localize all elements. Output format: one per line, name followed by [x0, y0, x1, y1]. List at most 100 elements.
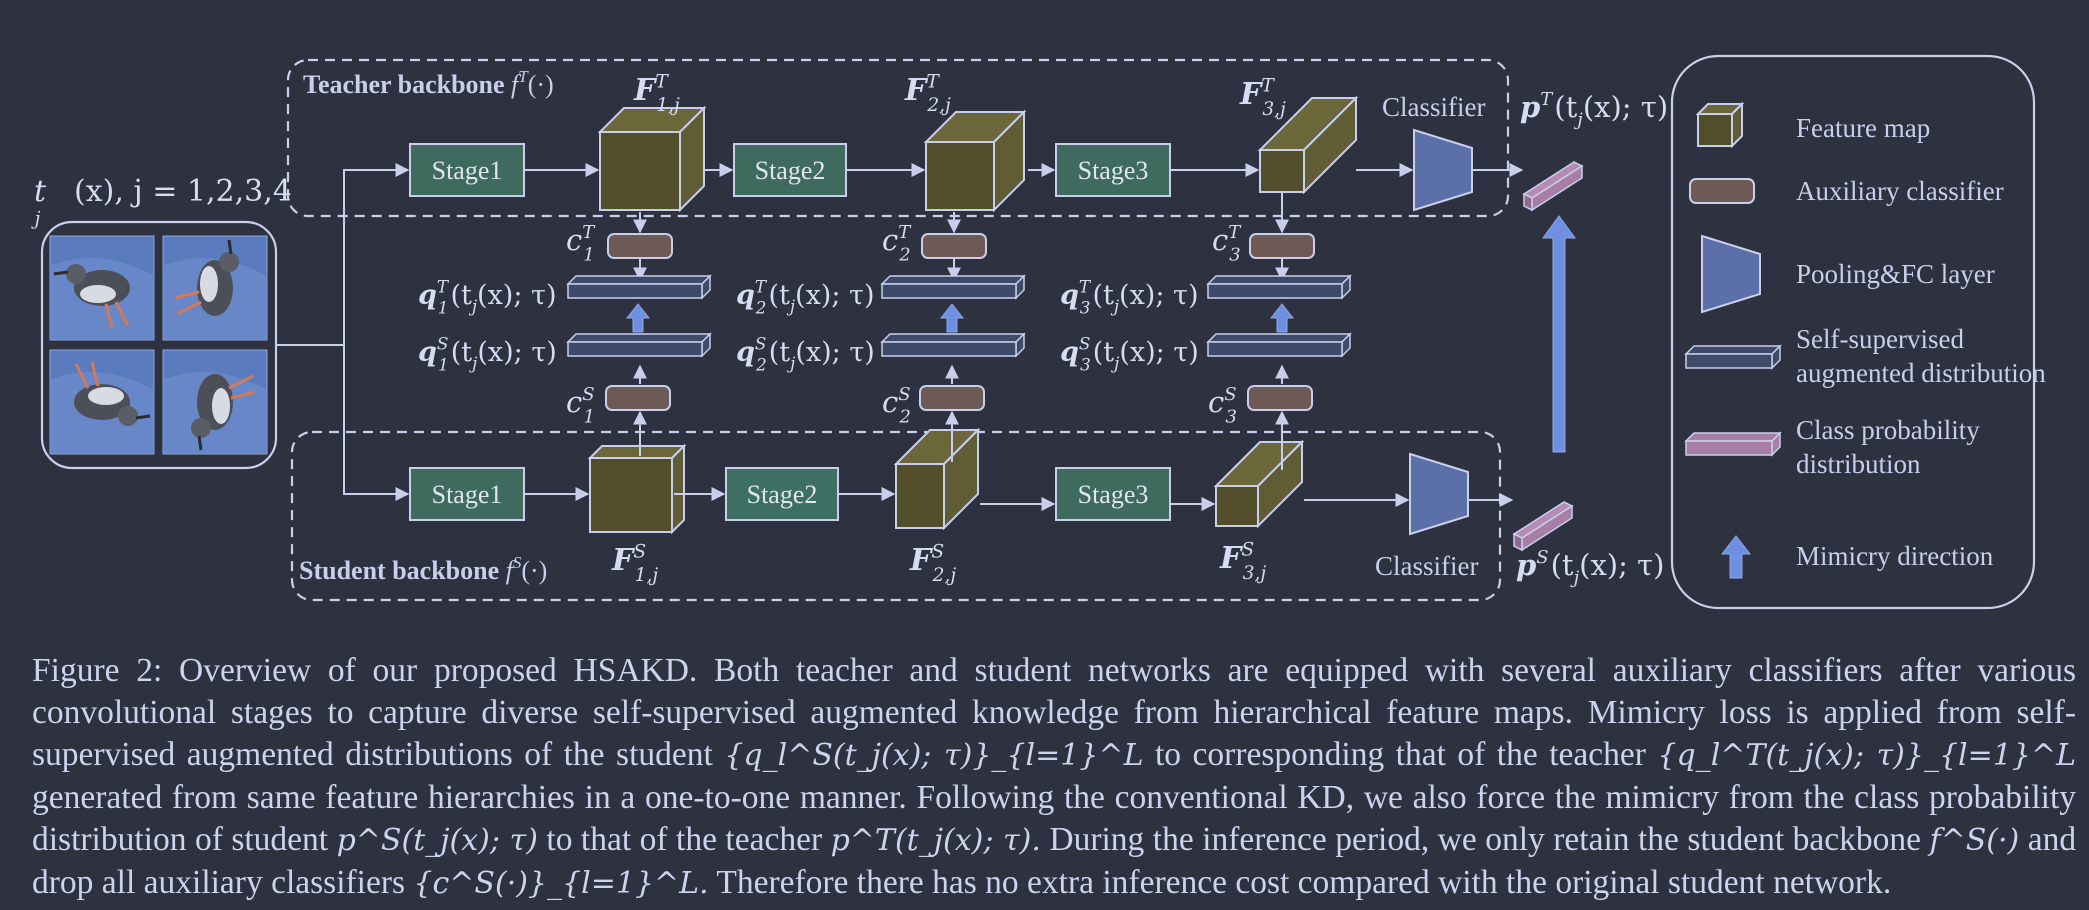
- mimicry-arrow-class-probability: [1542, 215, 1576, 453]
- teacher-feature-map-1-cube: [597, 105, 707, 213]
- teacher-stage3-box: Stage3: [1055, 143, 1171, 197]
- caption-math-student-f: f^S(·): [1929, 823, 2020, 858]
- teacher-frame-border: [286, 58, 1510, 218]
- student-class-probability-bar: [1512, 501, 1574, 552]
- student-stage2-box: Stage2: [725, 467, 839, 521]
- legend-label-4-line2: augmented distribution: [1796, 358, 2046, 388]
- student-self-supervised-bar-2: [880, 332, 1026, 358]
- student-stage1-box-label: Stage1: [432, 480, 503, 509]
- caption-text-2: to corresponding that of the teacher: [1155, 736, 1646, 773]
- self-supervised-bar-icon: [1684, 344, 1782, 370]
- caption-text-1: Overview of our proposed HSAKD. Both tea…: [32, 652, 2077, 773]
- caption-math-teacher-q: {q_l^T(t_j(x); τ)}_{l=1}^L: [1657, 738, 2077, 773]
- class-probability-bar-icon: [1684, 431, 1782, 457]
- auxiliary-classifier-icon: [1689, 178, 1755, 204]
- student-classifier-trapezoid: [1409, 452, 1469, 536]
- teacher-stage1-box: Stage1: [409, 143, 525, 197]
- augmented-image-1: [49, 235, 155, 341]
- legend-label-5-line2: distribution: [1796, 449, 1921, 479]
- bird-icon: [74, 361, 151, 426]
- legend-label-2: Auxiliary classifier: [1796, 176, 2004, 206]
- student-self-supervised-bar-1: [566, 332, 712, 358]
- student-auxiliary-classifier-2: [919, 385, 985, 411]
- student-backbone-frame: Student backbone fS(·): [290, 430, 1502, 602]
- bird-icon: [53, 264, 130, 329]
- input-to-student-line: [343, 345, 410, 501]
- legend-label-3: Pooling&FC layer: [1796, 259, 1995, 289]
- mimicry-arrow-level2: [939, 303, 965, 333]
- teacher-stage3-box-label: Stage3: [1078, 156, 1149, 185]
- mimicry-arrow-level1: [625, 303, 651, 333]
- bird-icon: [174, 239, 239, 316]
- student-stage1-box: Stage1: [409, 467, 525, 521]
- input-label-rest: (x), j = 1,2,3,4: [74, 174, 292, 209]
- caption-math-teacher-p: p^T(t_j(x); τ).: [830, 823, 1041, 858]
- teacher-backbone-label: Teacher backbone fT(·): [303, 67, 554, 99]
- caption-text-5: During the inference period, we only ret…: [1049, 821, 1921, 858]
- legend-label-6: Mimicry direction: [1796, 541, 1994, 571]
- figure-caption: Figure 2: Overview of our proposed HSAKD…: [32, 650, 2076, 905]
- feature-map-cube-icon: [1695, 101, 1745, 149]
- student-stage3-box: Stage3: [1055, 467, 1171, 521]
- teacher-stage1-box-label: Stage1: [432, 156, 503, 185]
- teacher-class-probability-bar: [1522, 161, 1584, 212]
- teacher-probability-label: pT(tj(x); τ): [1520, 89, 1668, 131]
- student-feature-map-3-cube: [1213, 439, 1305, 529]
- input-to-teacher-line: [276, 163, 410, 346]
- teacher-self-supervised-bar-2: [880, 274, 1026, 300]
- caption-math-aux-set: {c^S(·)}_{l=1}^L.: [413, 866, 709, 901]
- teacher-stage2-box-label: Stage2: [755, 156, 826, 185]
- student-probability-label: pS(tj(x); τ): [1516, 547, 1664, 589]
- pooling-fc-trapezoid-icon: [1701, 234, 1761, 314]
- caption-text-6: and drop all auxiliary classifiers: [32, 821, 2077, 901]
- augmented-image-3: [49, 349, 155, 455]
- teacher-classifier-trapezoid: [1413, 128, 1473, 212]
- student-auxiliary-classifier-3: [1247, 385, 1313, 411]
- student-stage3-box-label: Stage3: [1078, 480, 1149, 509]
- student-stage2-box-label: Stage2: [747, 480, 818, 509]
- caption-text-4: to that of the teacher: [546, 821, 823, 858]
- student-classifier-label: Classifier: [1375, 551, 1478, 581]
- caption-math-student-p: p^S(t_j(x); τ): [336, 823, 538, 858]
- bird-icon: [191, 374, 256, 451]
- augmented-image-4: [162, 349, 268, 455]
- mimicry-arrow-icon: [1720, 535, 1752, 579]
- teacher-self-supervised-bar-1: [566, 274, 712, 300]
- teacher-auxiliary-classifier-3: [1249, 233, 1315, 259]
- legend-border: [1670, 54, 2036, 610]
- teacher-feature-map-3-cube: [1257, 95, 1359, 195]
- student-frame-border: [290, 430, 1502, 602]
- teacher-self-supervised-bar-3: [1206, 274, 1352, 300]
- connection-lines: [276, 163, 410, 501]
- student-auxiliary-classifier-1: [605, 385, 671, 411]
- augmented-image-2: [162, 235, 268, 341]
- teacher-auxiliary-classifier-1: [607, 233, 673, 259]
- student-self-supervised-bar-3: [1206, 332, 1352, 358]
- caption-math-student-q: {q_l^S(t_j(x); τ)}_{l=1}^L: [724, 738, 1144, 773]
- legend-label-4-line1: Self-supervised: [1796, 324, 1964, 354]
- student-feature-map-1-cube: [587, 443, 687, 535]
- caption-text-3: generated from same feature hierarchies …: [32, 779, 2076, 858]
- teacher-auxiliary-classifier-2: [921, 233, 987, 259]
- legend-label-5-line1: Class probability: [1796, 415, 1980, 445]
- hsakd-diagram: Teacher backbone fT(·) Student backbone …: [31, 54, 2046, 610]
